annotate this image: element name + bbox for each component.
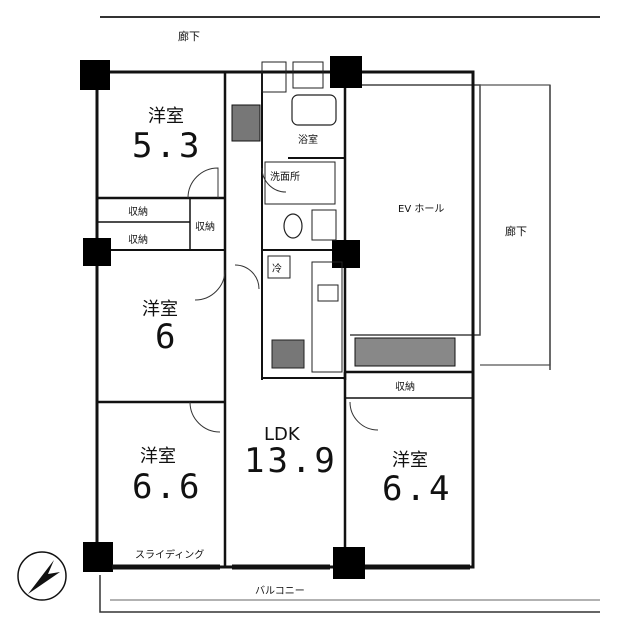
stove bbox=[271, 339, 305, 369]
storage-s2: 収納 bbox=[128, 233, 148, 246]
ldk-name: LDK bbox=[264, 424, 301, 445]
fridge-label: 冷 bbox=[272, 262, 282, 275]
hallway-label: 廊下 bbox=[505, 224, 527, 238]
small-box-2 bbox=[292, 61, 324, 89]
room-w-name: 洋室 bbox=[142, 299, 178, 320]
storage-s3: 収納 bbox=[195, 220, 215, 233]
door-entry bbox=[234, 264, 260, 290]
fridge-space bbox=[267, 255, 291, 279]
laundry-pan bbox=[311, 209, 337, 241]
column-n bbox=[330, 56, 362, 88]
bath-label: 浴室 bbox=[298, 133, 318, 146]
column-w bbox=[83, 238, 111, 266]
small-box-1 bbox=[261, 61, 287, 93]
ev-hall-label: EV ホール bbox=[398, 203, 444, 215]
room-se-size: 6.4 bbox=[382, 469, 452, 509]
corridor-label: 廊下 bbox=[178, 29, 200, 43]
hatched-entry bbox=[231, 104, 261, 142]
door-sw bbox=[189, 401, 221, 433]
room-sw-size: 6.6 bbox=[132, 467, 202, 507]
door-washroom bbox=[261, 167, 287, 193]
sliding-label: スライディング bbox=[135, 548, 204, 561]
room-nw-name: 洋室 bbox=[148, 106, 184, 127]
column-sw bbox=[83, 542, 113, 572]
balcony-label: バルコニー bbox=[255, 585, 305, 597]
washroom-box bbox=[264, 161, 336, 205]
column-s bbox=[333, 547, 365, 579]
hatched-shaft bbox=[354, 337, 456, 367]
room-nw-size: 5.3 bbox=[132, 126, 202, 166]
door-w bbox=[194, 269, 226, 301]
kitchen-sink bbox=[317, 284, 339, 302]
ev-hall-outline bbox=[345, 84, 481, 336]
storage-s4: 収納 bbox=[395, 380, 415, 393]
column-c bbox=[332, 240, 360, 268]
washroom-label: 洗面所 bbox=[270, 171, 300, 183]
toilet bbox=[283, 213, 303, 239]
storage-s3-block bbox=[189, 197, 226, 251]
door-nw bbox=[187, 167, 219, 199]
bathtub bbox=[291, 94, 337, 126]
balcony-outline bbox=[99, 575, 600, 613]
ldk-size: 13.9 bbox=[244, 441, 338, 481]
storage-s1: 収納 bbox=[128, 205, 148, 218]
room-sw-name: 洋室 bbox=[140, 446, 176, 467]
north-arrow-icon bbox=[17, 551, 67, 601]
room-w-size: 6 bbox=[155, 317, 178, 357]
column-nw bbox=[80, 60, 110, 90]
room-se-name: 洋室 bbox=[392, 450, 428, 471]
kitchen-counter bbox=[311, 261, 343, 373]
door-se bbox=[349, 401, 379, 431]
